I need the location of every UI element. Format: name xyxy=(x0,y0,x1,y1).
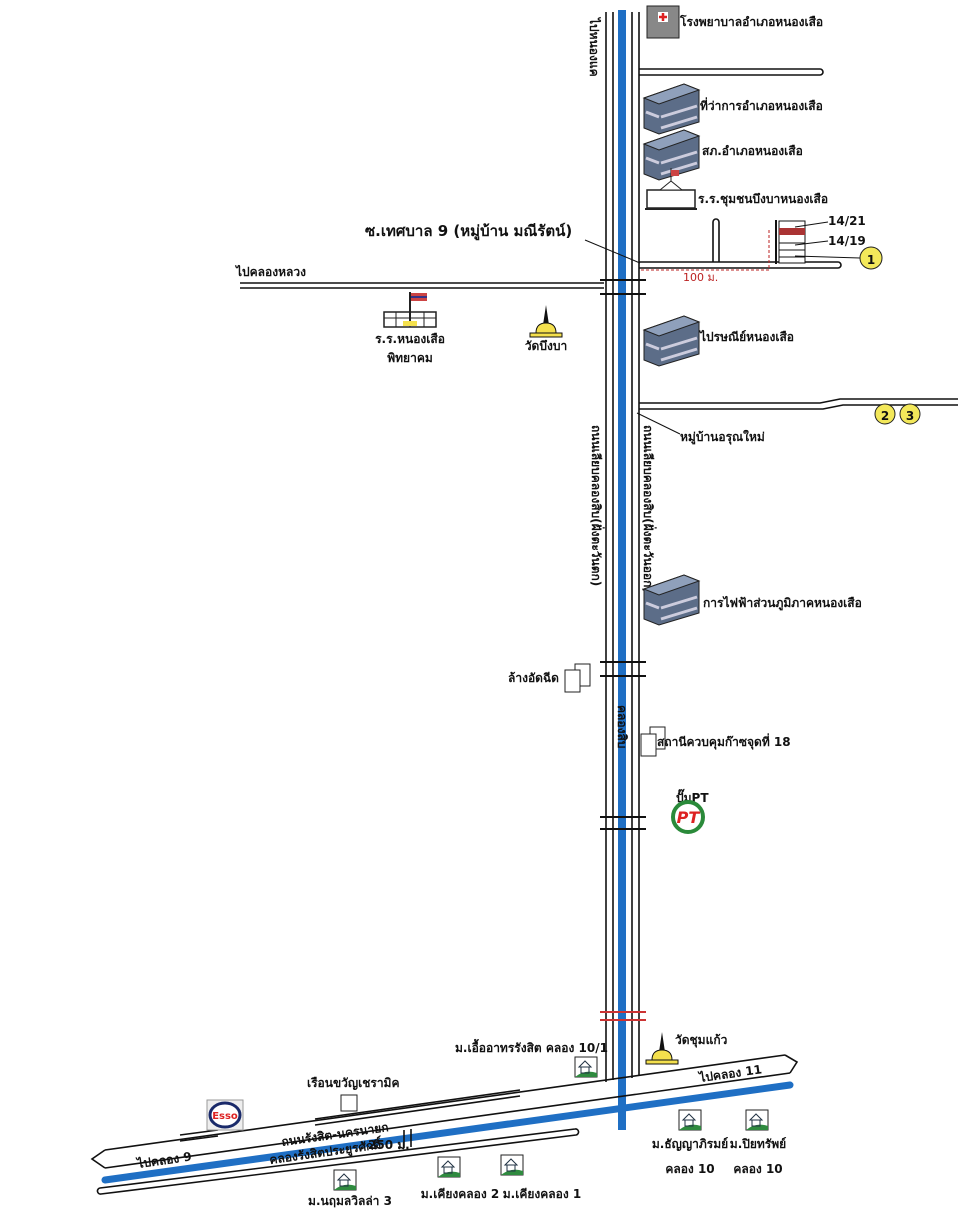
label-thanya-2: คลอง 10 xyxy=(665,1162,714,1176)
label-canal-10: คลองสิบ xyxy=(615,705,629,748)
label-soi: ซ.เทศบาล 9 (หมู่บ้าน มณีรัตน์) xyxy=(365,222,572,241)
label-east-road: ถนนเลียบคลองสิบ(ฝั่งตะวันออก) xyxy=(641,425,657,593)
lower-road xyxy=(96,1128,580,1195)
label-250m: 250 ม. xyxy=(368,1138,410,1152)
label-community-school: ร.ร.ชุมชนบึงบาหนองเสือ xyxy=(698,192,828,207)
label-district-office: ที่ว่าการอำเภอหนองเสือ xyxy=(700,97,823,113)
soi-pointer xyxy=(584,239,641,264)
school-icon xyxy=(645,168,697,210)
rangsit-nakhon-nayok-road xyxy=(90,1054,799,1169)
label-piyasap-1: ม.ปิยทรัพย์ xyxy=(730,1137,786,1151)
wat-chum-kaeo-icon xyxy=(645,1031,679,1065)
label-ruean-khwan: เรือนขวัญเชรามิค xyxy=(307,1076,400,1090)
rangsit-canal xyxy=(101,1081,794,1184)
label-wat-chum-kaeo: วัดชุมแก้ว xyxy=(675,1033,728,1048)
marker-3: 3 xyxy=(899,403,921,425)
label-school-line2: พิทยาคม xyxy=(387,351,433,365)
label-post-office: ไปรษณีย์หนองเสือ xyxy=(698,329,794,344)
label-house-14-19: 14/19 xyxy=(828,234,866,248)
label-west-road: ถนนเลียบคลองสิบ(ฝั่งตะวันตก) xyxy=(589,425,605,586)
house-block xyxy=(775,220,806,264)
car-wash-icon xyxy=(564,663,591,693)
pt-logo: PT xyxy=(671,800,705,834)
hospital-icon xyxy=(646,5,680,39)
marker-2: 2 xyxy=(874,403,896,425)
house-icon-piyasap xyxy=(745,1109,769,1131)
soi-thetsaban-9 xyxy=(639,261,842,269)
label-village-ue-arthorn: ม.เอื้ออาทรรังสิต คลอง 10/1 xyxy=(455,1038,608,1055)
house-icon-thanya xyxy=(678,1109,702,1131)
label-naruemon: ม.นฤมลวิลล่า 3 xyxy=(308,1194,392,1208)
top-branch-road xyxy=(639,68,824,76)
label-house-14-21: 14/21 xyxy=(828,214,866,228)
label-thanya-1: ม.ธัญญาภิรมย์ xyxy=(652,1137,728,1151)
road-arun-mai xyxy=(639,398,958,410)
label-100m: 100 ม. xyxy=(683,271,718,284)
post-office-icon xyxy=(642,314,701,368)
nong-suea-school-icon xyxy=(383,292,437,328)
district-office-icon xyxy=(642,82,701,136)
house-icon-naruemon xyxy=(333,1169,357,1191)
label-khiang-2: ม.เคียงคลอง 2 xyxy=(421,1187,499,1201)
label-police: สภ.อำเภอหนองเสือ xyxy=(702,144,803,158)
road-to-khlong-luang xyxy=(240,282,604,289)
label-electricity: การไฟฟ้าส่วนภูมิภาคหนองเสือ xyxy=(703,595,862,611)
label-to-nong-khae: ไปหนองแค xyxy=(587,16,602,77)
label-to-khlong-luang: ไปคลองหลวง xyxy=(234,264,306,279)
label-wat-bueng-ba: วัดบึงบา xyxy=(525,339,567,353)
svg-text:PT: PT xyxy=(677,808,701,827)
house-icon-khiang-1 xyxy=(500,1154,524,1176)
label-car-wash: ล้างอัดฉีด xyxy=(508,671,559,685)
label-school-line1: ร.ร.หนองเสือ xyxy=(375,332,445,346)
house-icon-ue-arthorn xyxy=(574,1056,598,1078)
svg-text:1: 1 xyxy=(867,253,875,267)
label-piyasap-2: คลอง 10 xyxy=(733,1162,782,1176)
svg-text:Esso: Esso xyxy=(212,1111,238,1122)
main-road-khlong-10 xyxy=(600,10,646,1130)
svg-text:2: 2 xyxy=(881,409,889,423)
ruean-khwan-icon xyxy=(340,1094,358,1112)
marker-1: 1 xyxy=(859,246,883,270)
label-gas-station: สถานีควบคุมก๊าซจุดที่ 18 xyxy=(657,733,791,750)
label-village-arun: หมู่บ้านอรุณใหม่ xyxy=(680,429,765,445)
house-icon-khiang-2 xyxy=(437,1156,461,1178)
arun-pointer xyxy=(636,412,681,435)
esso-logo: Esso xyxy=(206,1099,244,1131)
temple-icon xyxy=(529,304,563,338)
gas-station-icon xyxy=(640,726,666,757)
label-khiang-1: ม.เคียงคลอง 1 xyxy=(503,1187,581,1201)
label-hospital: โรงพยาบาลอำเภอหนองเสือ xyxy=(679,14,823,29)
distance-arrow xyxy=(641,228,770,271)
soi-stub xyxy=(712,218,720,262)
svg-text:3: 3 xyxy=(906,409,914,423)
